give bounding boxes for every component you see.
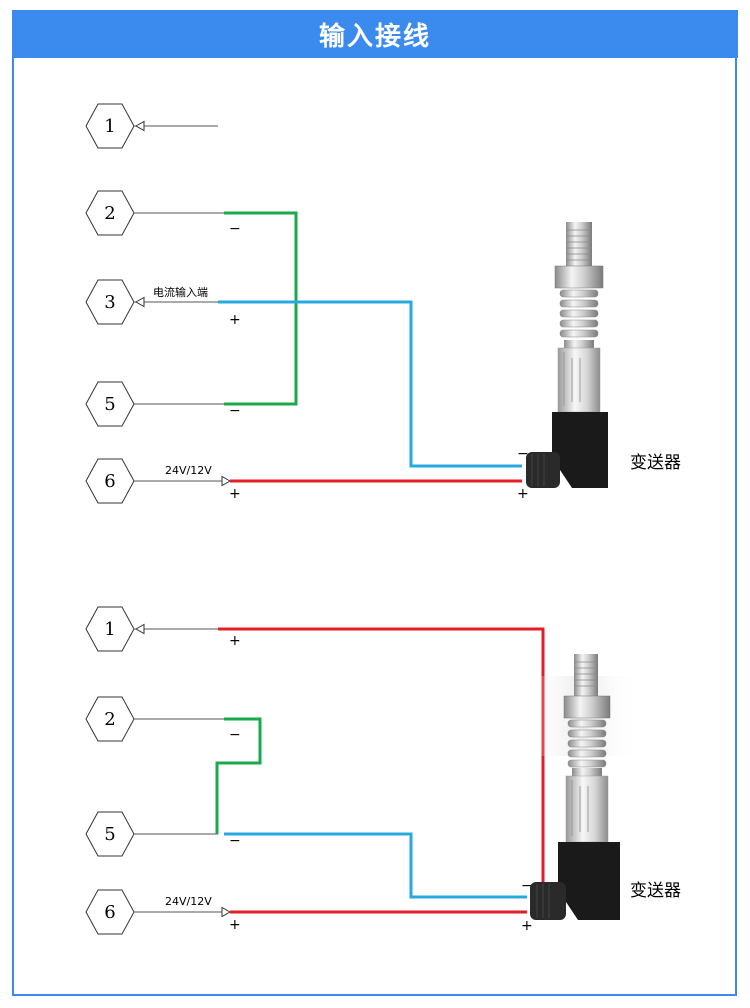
minus-sign: − <box>229 403 241 419</box>
pin-number: 1 <box>104 116 115 137</box>
green-wire <box>215 717 262 834</box>
title-text: 输入接线 <box>318 21 431 52</box>
device-plus-sign: + <box>517 486 529 502</box>
pin-5: 5 − <box>85 811 241 857</box>
supply-label: 24V/12V <box>165 895 212 908</box>
diagram-bottom: 1 + 2 − 5 − 6 24V/12V + <box>85 606 681 935</box>
current-input-label: 电流输入端 <box>153 285 208 299</box>
device-label: 变送器 <box>630 881 681 901</box>
pin-5: 5 − <box>85 381 241 427</box>
pin-3: 3 电流输入端 + <box>85 279 241 328</box>
pin-number: 1 <box>104 619 115 640</box>
blue-wire <box>218 300 522 468</box>
red-wire-top <box>218 627 545 884</box>
plus-sign: + <box>229 917 241 933</box>
plus-sign: + <box>229 633 241 649</box>
pin-6: 6 24V/12V + <box>85 458 241 504</box>
device-label: 变送器 <box>630 453 681 473</box>
pin-number: 5 <box>104 824 115 845</box>
pin-number: 6 <box>104 902 115 923</box>
minus-sign: − <box>229 221 241 237</box>
minus-sign: − <box>229 833 241 849</box>
minus-sign: − <box>229 727 241 743</box>
pin-number: 2 <box>104 203 115 224</box>
pin-1: 1 <box>85 103 218 149</box>
pin-number: 6 <box>104 471 115 492</box>
device-plus-sign: + <box>521 918 533 934</box>
pin-1: 1 + <box>85 606 241 652</box>
pin-number: 3 <box>104 292 115 313</box>
device-minus-sign: − <box>521 878 533 894</box>
supply-label: 24V/12V <box>165 464 212 477</box>
pin-6: 6 24V/12V + <box>85 889 241 935</box>
content-frame <box>12 58 737 996</box>
green-wire <box>224 211 298 406</box>
transmitter-image <box>526 222 608 488</box>
blue-wire <box>224 832 527 899</box>
diagram-top: 1 2 − 3 电流输入端 + 5 − 6 <box>85 103 681 504</box>
page-title: 输入接线 <box>12 10 738 58</box>
pin-number: 5 <box>104 394 115 415</box>
pin-2: 2 − <box>85 190 241 237</box>
plus-sign: + <box>229 312 241 328</box>
pin-2: 2 − <box>85 696 241 743</box>
device-minus-sign: − <box>517 446 529 462</box>
pin-number: 2 <box>104 709 115 730</box>
plus-sign: + <box>229 486 241 502</box>
transmitter-image <box>524 654 640 920</box>
